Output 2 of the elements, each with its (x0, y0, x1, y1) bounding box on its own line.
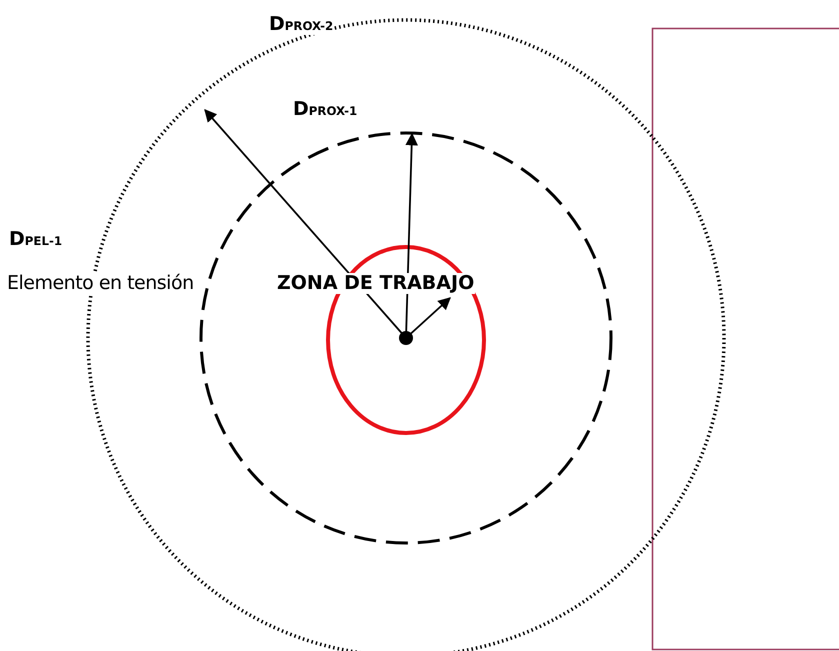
element-label: Elemento en tensión (6, 273, 195, 294)
zone-label: ZONA DE TRABAJO (276, 273, 476, 294)
